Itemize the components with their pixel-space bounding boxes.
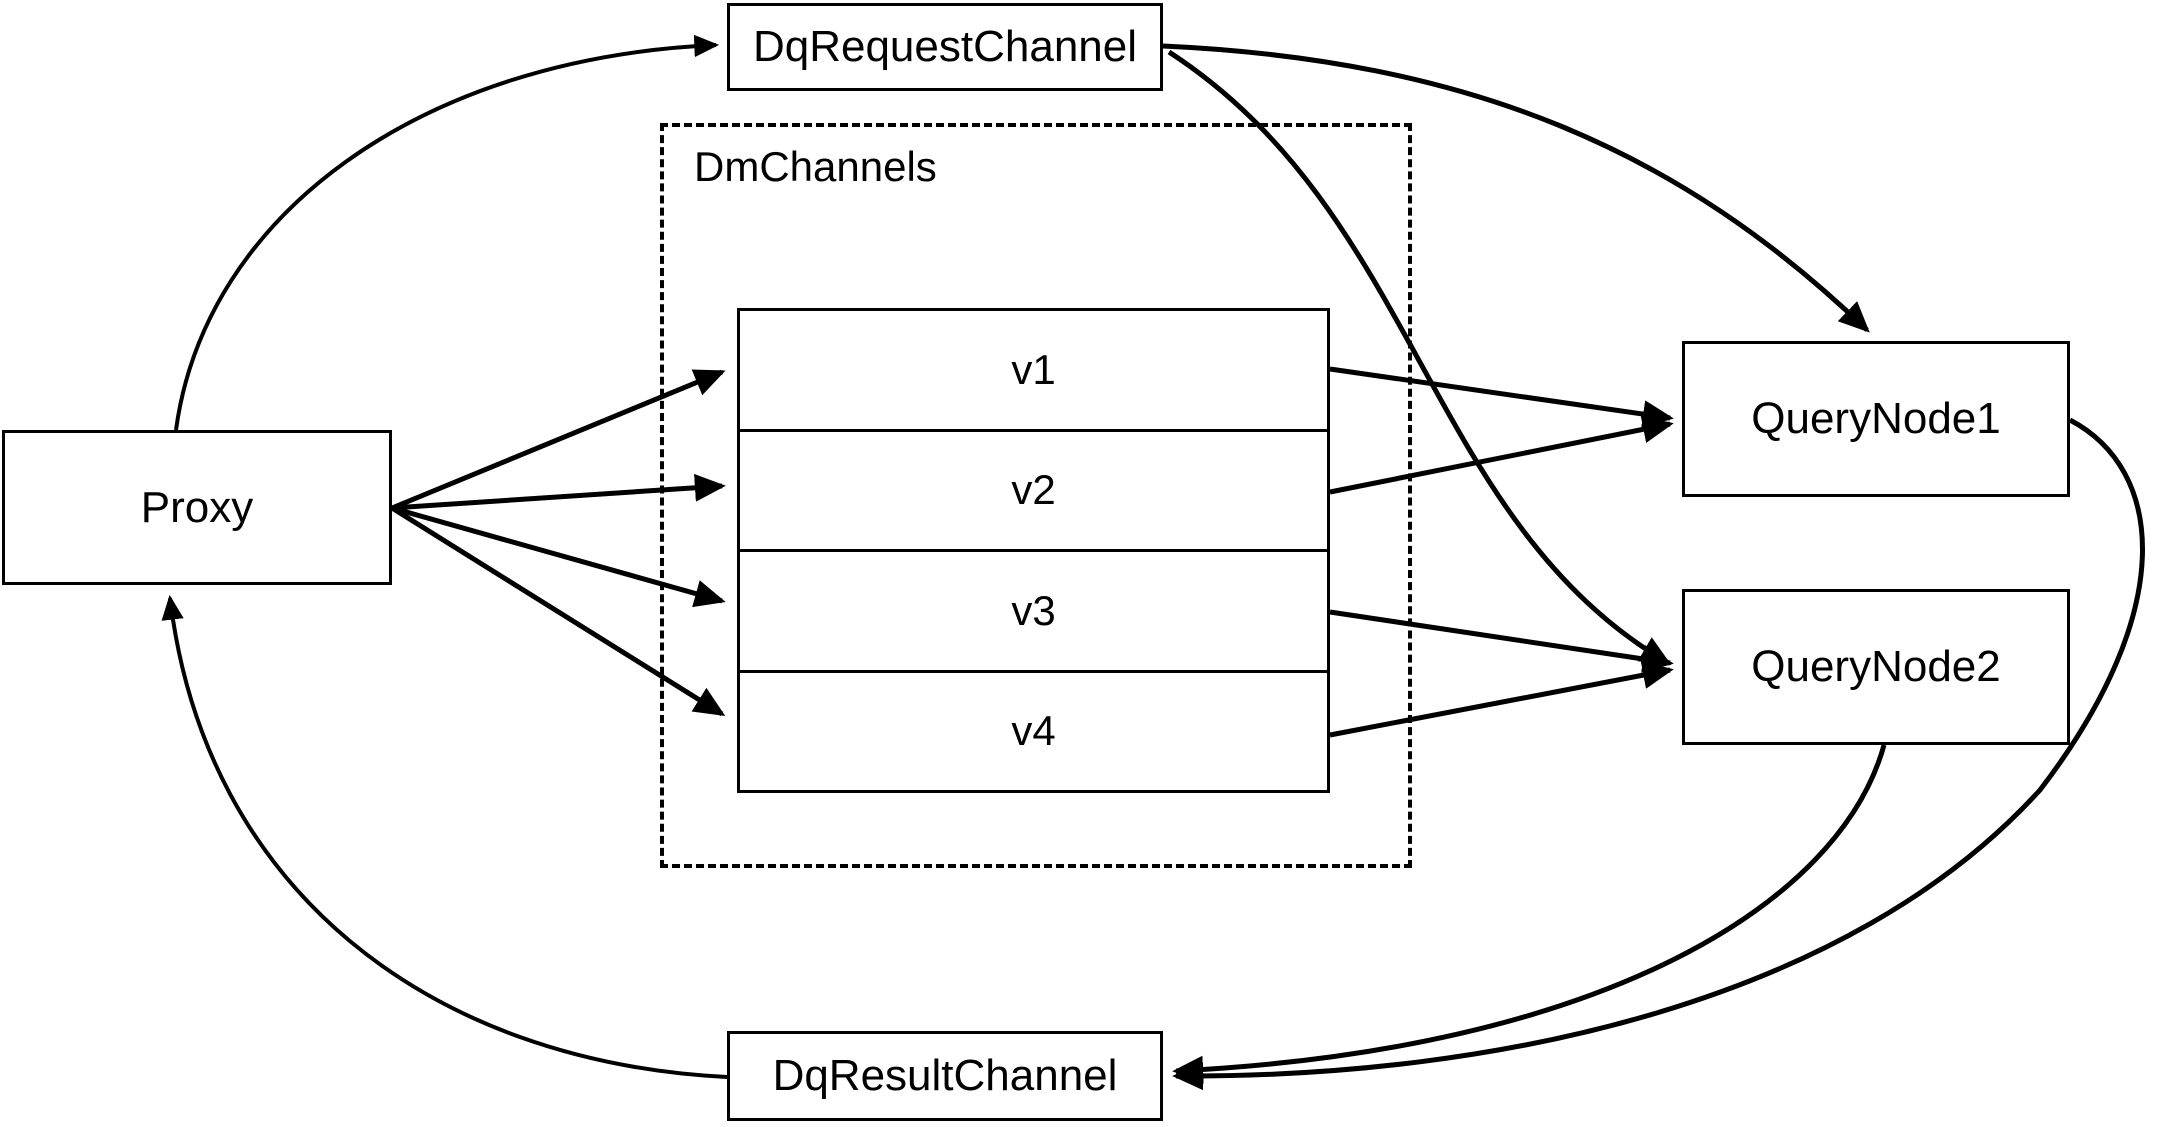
- dm-channel-row-v1[interactable]: v1: [740, 311, 1327, 432]
- node-query-node-1[interactable]: QueryNode1: [1682, 341, 2070, 497]
- node-dq-result-channel[interactable]: DqResultChannel: [727, 1031, 1163, 1121]
- node-query-node-2[interactable]: QueryNode2: [1682, 589, 2070, 745]
- edge-dq-result-channel-to-proxy: [161, 594, 728, 1079]
- dm-channel-row-v2[interactable]: v2: [740, 432, 1327, 552]
- dm-channel-row-v3[interactable]: v3: [740, 552, 1327, 673]
- node-query-node-2-label: QueryNode2: [1751, 642, 2001, 691]
- node-proxy-label: Proxy: [140, 482, 254, 532]
- dm-channel-row-v4[interactable]: v4: [1011, 707, 1056, 755]
- node-dq-result-channel-label: DqResultChannel: [772, 1051, 1118, 1100]
- dm-channel-table: v1 v2 v3 v4: [737, 308, 1330, 793]
- dm-channels-group: [660, 123, 1412, 868]
- node-dq-request-channel[interactable]: DqRequestChannel: [727, 3, 1163, 91]
- edge-proxy-to-dq-request-channel: [174, 34, 720, 431]
- node-query-node-1-label: QueryNode1: [1751, 394, 2001, 443]
- node-dq-request-channel-label: DqRequestChannel: [752, 22, 1138, 71]
- node-proxy[interactable]: Proxy: [2, 430, 392, 585]
- dm-channels-label: DmChannels: [694, 143, 937, 190]
